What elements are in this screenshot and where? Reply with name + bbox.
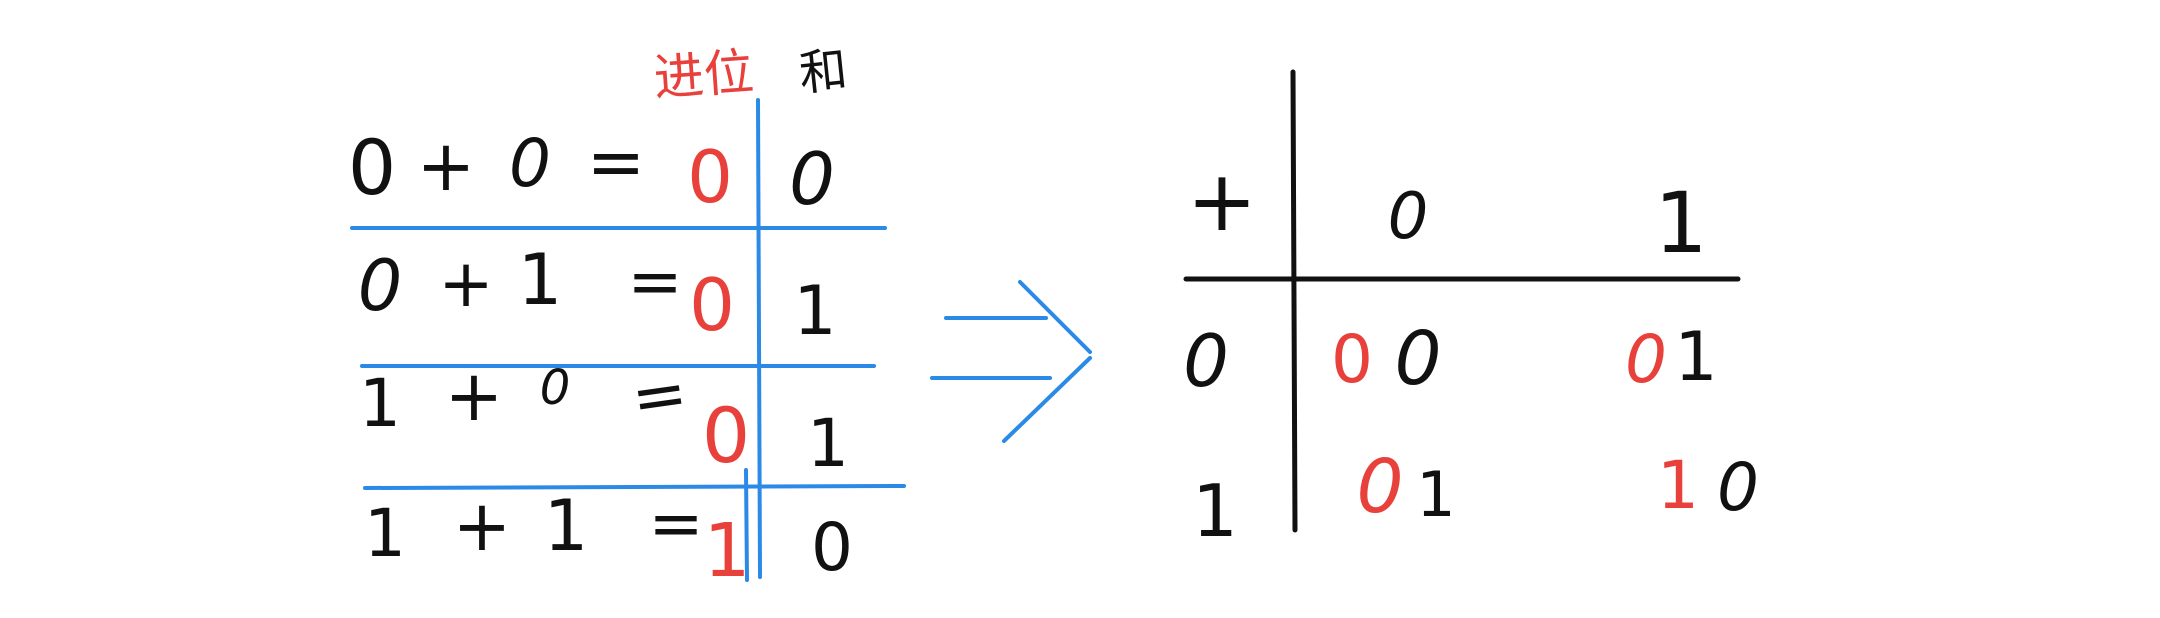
grid-cell: 1 0 [1657,447,1759,526]
addend-b: 1 [544,485,589,567]
implies-arrow-icon [930,280,1092,443]
cell-sum-digit: 0 [1717,449,1759,526]
carry-digit: 0 [702,391,750,480]
sum-column-header: 和 [797,42,851,103]
addend-a: 1 [359,365,401,442]
cell-carry-digit: 0 [1331,321,1373,398]
addend-b: 1 [518,239,563,321]
plus-operator: + [417,125,476,207]
cell-carry-digit: 0 [1625,321,1667,398]
addend-a: 1 [364,495,406,572]
sum-digit: 1 [807,405,849,482]
carry-digit: 0 [689,263,735,347]
column-divider [756,98,762,579]
right-table-grid [1183,69,1741,533]
plus-operator: + [438,245,493,322]
grid-cell: 0 1 [1356,444,1455,531]
addend-b: 0 [540,360,571,416]
carry-digit: 0 [687,135,733,219]
equals-sign: = [648,485,703,562]
left-table-grid [350,98,906,582]
addend-b: 0 [509,125,551,202]
cell-carry-digit: 0 [1356,444,1403,530]
table-row: 0 + 1 = 0 1 [358,239,837,351]
sum-digit: 1 [793,272,836,351]
table-row: 0 + 0 = 0 0 [348,121,835,221]
carry-column-header: 进位 [652,43,756,108]
column-header: 1 [1654,174,1707,272]
cell-carry-digit: 1 [1657,447,1699,524]
addition-grid-table: + 0 1 0 1 0 0 0 1 0 1 1 0 [1183,69,1759,553]
row-header: 1 [1192,469,1238,553]
column-header: 0 [1388,180,1429,254]
table-row: 1 + 0 = 0 1 [359,354,849,482]
equals-sign: = [587,121,646,203]
sum-digit: 0 [789,137,835,221]
cell-sum-digit: 1 [1674,318,1717,397]
equals-sign: = [627,243,682,320]
operator-corner: + [1187,152,1257,250]
row-header: 0 [1183,319,1229,403]
equals-sign: = [627,354,692,438]
grid-vertical-line [1290,69,1298,533]
sum-digit: 0 [811,509,853,586]
cell-sum-digit: 1 [1416,458,1455,531]
table-row: 1 + 1 = 1 0 [364,485,853,594]
carry-digit: 1 [703,508,750,594]
plus-operator: + [445,355,504,437]
grid-cell: 0 0 [1331,316,1442,402]
row-divider-3 [363,484,906,490]
addend-a: 0 [348,123,396,212]
plus-operator: + [453,485,512,567]
cell-sum-digit: 0 [1394,316,1441,402]
addend-a: 0 [358,245,403,327]
addition-list-table: 进位 和 0 + 0 = 0 0 0 + 1 = 0 1 [348,42,906,594]
grid-cell: 0 1 [1625,318,1718,398]
